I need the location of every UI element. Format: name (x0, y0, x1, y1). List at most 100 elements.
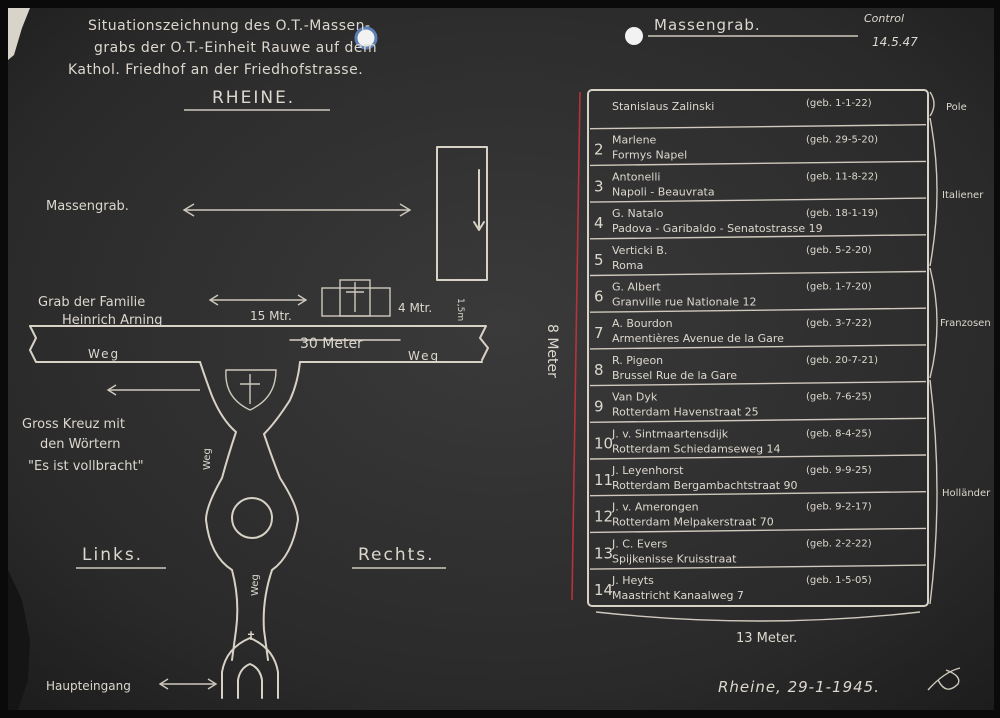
grave-number: 7 (594, 324, 604, 342)
label-links: Links. (82, 545, 143, 565)
grave-number: 3 (594, 177, 604, 195)
grave-row-divider (589, 454, 927, 460)
label-grave-family-2: Heinrich Arning (62, 313, 162, 328)
grave-row: 11J. Leyenhorst(geb. 9-9-25)Rotterdam Be… (589, 454, 927, 492)
grave-address: Granville rue Nationale 12 (612, 296, 757, 309)
grave-born: (geb. 20-7-21) (806, 355, 878, 366)
label-weg-path-2: Weg (250, 574, 261, 596)
signature-place-date: Rheine, 29-1-1945. (718, 678, 880, 696)
grave-name: J. v. Amerongen (611, 501, 699, 514)
road-outline (29, 325, 489, 363)
label-dist-4: 4 Mtr. (398, 301, 432, 315)
grave-table-frame (587, 89, 929, 607)
grave-number: 10 (594, 434, 613, 452)
grave-born: (geb. 1-5-05) (806, 575, 872, 586)
grave-address: Spijkenisse Kruisstraat (612, 552, 737, 565)
nationality-italiener: Italiener (942, 190, 984, 201)
grave-number: 9 (594, 398, 604, 416)
torn-corner-top-left (8, 8, 30, 60)
grave-row: 4G. Natalo(geb. 18-1-19)Padova - Garibal… (589, 197, 927, 235)
grave-born: (geb. 3-7-22) (806, 318, 872, 329)
label-meter-bottom: 13 Meter. (736, 631, 797, 646)
grave-number: 14 (594, 581, 613, 599)
label-dist-30: 30 Meter (300, 336, 363, 352)
grave-name: Stanislaus Zalinski (612, 100, 714, 113)
grave-number: 8 (594, 361, 604, 379)
grave-number: 11 (594, 471, 613, 489)
grave-row: 7 A. Bourdon (geb. 3-7-22) Armentières Aven… (589, 307, 927, 345)
bottom-dimension-bracket (595, 611, 921, 622)
punch-hole-right (625, 27, 643, 45)
grave-number: 12 (594, 508, 613, 526)
signature-mark (927, 667, 961, 691)
label-weg-right: Weg (408, 349, 440, 363)
title-line-2: grabs der O.T.-Einheit Rauwe auf dem (94, 40, 377, 56)
label-meter-vertical: 8 Meter (544, 324, 560, 378)
grave-address: Armentières Avenue de la Gare (612, 332, 784, 345)
grave-row: 10J. v. Sintmaartensdijk(geb. 8-4-25)Rot… (589, 417, 927, 455)
grave-row-divider (589, 270, 927, 277)
grave-row: 2 Marlene (geb. 29-5-20) Formys Napel (589, 124, 927, 162)
grave-row-divider (589, 160, 927, 167)
punch-hole-left (354, 26, 378, 50)
grave-address: Rotterdam Bergambachtstraat 90 (612, 479, 798, 492)
label-cross-1: Gross Kreuz mit (22, 417, 125, 432)
grave-row-divider (589, 124, 927, 130)
grave-address: Rotterdam Havenstraat 25 (612, 406, 759, 419)
grave-address: Roma (612, 259, 643, 272)
label-cross-3: "Es ist vollbracht" (28, 459, 144, 474)
right-title: Massengrab. (654, 16, 761, 34)
grave-row: 6G. Albert(geb. 1-7-20)Granville rue Nat… (589, 270, 927, 309)
grave-address: Napoli - Beauvrata (612, 185, 715, 198)
label-dist-15: 15 Mtr. (250, 309, 292, 323)
entrance-arrow (158, 678, 218, 690)
grave-number: 6 (594, 288, 604, 306)
grave-row: 8R. Pigeon(geb. 20-7-21)Brussel Rue de l… (589, 344, 927, 382)
grave-number: 4 (594, 214, 604, 232)
grave-born: (geb. 9-2-17) (806, 502, 872, 513)
grave-address: Rotterdam Schiedamseweg 14 (612, 442, 781, 455)
grave-born: (geb. 9-9-25) (806, 465, 872, 476)
massengrab-arrow (182, 203, 412, 217)
nationality-brackets (929, 91, 938, 605)
grave-name: J. Heyts (611, 574, 654, 587)
grave-address: Padova - Garibaldo - Senatostrasse 19 (612, 222, 823, 235)
grave-address: Formys Napel (612, 149, 687, 162)
grave-row-divider (589, 234, 927, 240)
label-cross-2: den Wörtern (40, 437, 120, 452)
grave-born: (geb. 1-1-22) (806, 98, 872, 109)
grave-row-divider (589, 307, 927, 313)
grave-row-divider (589, 344, 927, 350)
grave-row-divider (589, 380, 927, 387)
title-line-1: Situationszeichnung des O.T.-Massen- (88, 18, 371, 34)
grave-name: A. Bourdon (612, 317, 673, 330)
grave-born: (geb. 29-5-20) (806, 135, 878, 146)
path-to-entrance (199, 361, 301, 699)
title-city: RHEINE. (212, 88, 295, 108)
nationality-pole: Pole (946, 102, 967, 113)
label-dim-small: 1,5m (455, 298, 465, 321)
torn-corner-bottom-left (8, 570, 30, 710)
grave-name: J. v. Sintmaartensdijk (611, 427, 729, 440)
nationality-franzosen: Franzosen (940, 318, 991, 329)
grave-table: Stanislaus Zalinski (geb. 1-1-22) 2 Marlene… (589, 98, 927, 602)
grave-row-divider (589, 417, 927, 423)
grave-number: 2 (594, 141, 604, 159)
grave-number: 5 (594, 251, 604, 269)
grave-name: R. Pigeon (612, 354, 663, 367)
mass-grave-outline (436, 146, 488, 281)
grave-name: G. Natalo (612, 207, 664, 220)
label-weg-left: Weg (88, 347, 120, 361)
grave-born: (geb. 2-2-22) (806, 538, 872, 549)
grave-name: G. Albert (612, 281, 661, 294)
small-cross-entrance: ✝ (246, 629, 256, 643)
label-massengrab: Massengrab. (46, 199, 129, 214)
dimension-arrow-15 (208, 294, 308, 306)
title-block: Situationszeichnung des O.T.-Massen- gra… (68, 18, 377, 111)
grave-name: Marlene (612, 134, 657, 147)
cross-label-arrow (106, 384, 200, 396)
grave-born: (geb. 11-8-22) (806, 171, 878, 182)
